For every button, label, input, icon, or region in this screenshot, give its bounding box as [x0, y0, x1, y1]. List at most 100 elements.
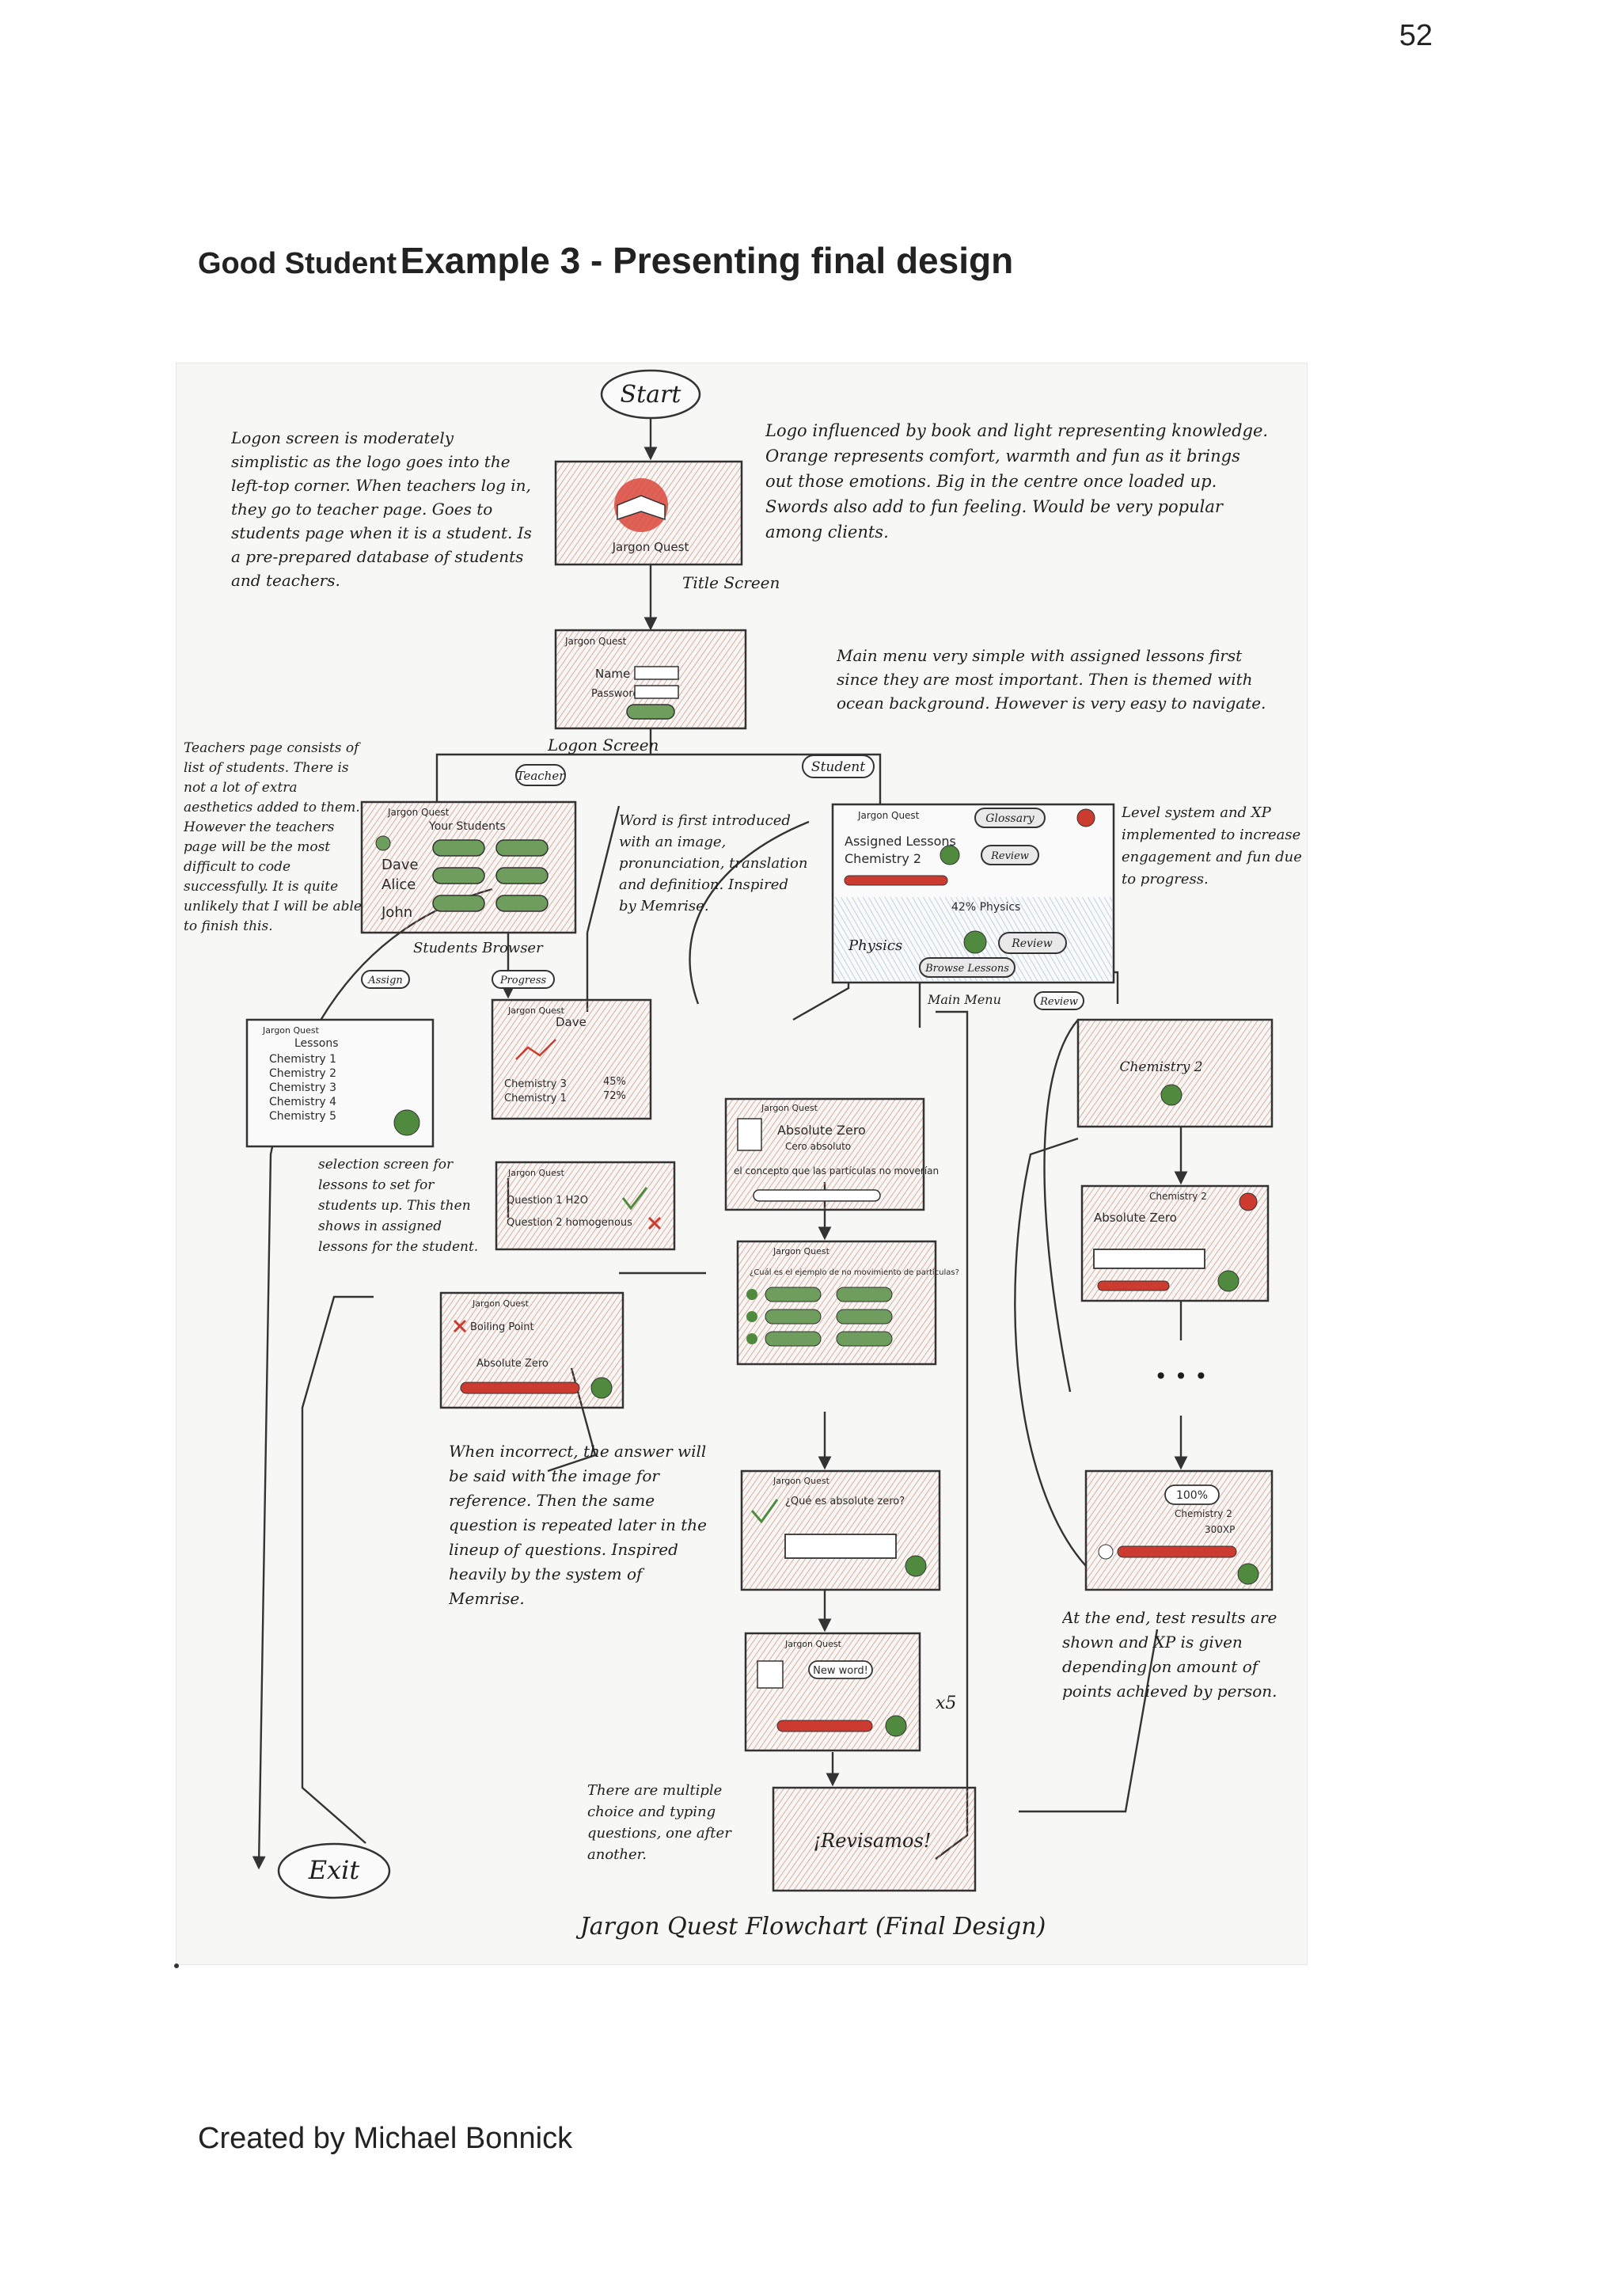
- svg-text:¿Cuál es el ejemplo de no movi: ¿Cuál es el ejemplo de no movimiento de …: [750, 1268, 959, 1277]
- exit-node: Exit: [277, 1842, 391, 1899]
- svg-text:100%: 100%: [1176, 1489, 1208, 1502]
- note-word-intro: Word is first introduced with an image, …: [619, 812, 807, 914]
- review-branch-label: Review: [1034, 991, 1084, 1010]
- flowchart-drawing: Start Exit Jargon Quest Title Screen Jar…: [184, 369, 1302, 1941]
- svg-text:¿Qué es absolute zero?: ¿Qué es absolute zero?: [785, 1496, 905, 1507]
- typing-question-box: Jargon Quest ¿Qué es absolute zero?: [740, 1469, 941, 1591]
- main-menu-label: Main Menu: [927, 992, 1001, 1007]
- svg-text:Lessons: Lessons: [294, 1037, 339, 1050]
- new-word-box: Jargon Quest New word!: [744, 1632, 921, 1752]
- svg-text:Absolute Zero: Absolute Zero: [777, 1123, 866, 1138]
- svg-text:Jargon Quest: Jargon Quest: [262, 1025, 320, 1036]
- svg-text:Your Students: Your Students: [428, 820, 506, 833]
- svg-text:Chemistry 3: Chemistry 3: [504, 1078, 567, 1090]
- svg-text:Chemistry 5: Chemistry 5: [269, 1110, 336, 1123]
- svg-text:Chemistry 2: Chemistry 2: [269, 1067, 336, 1080]
- title-screen-box: Jargon Quest: [554, 460, 743, 566]
- note-selection: selection screen for lessons to set for …: [318, 1157, 478, 1255]
- question-answers-box: Jargon Quest Question 1 H2O Question 2 h…: [495, 1161, 676, 1251]
- student-progress-box: Jargon Quest Dave Chemistry 3 Chemistry …: [491, 998, 652, 1120]
- multiple-choice-box: Jargon Quest ¿Cuál es el ejemplo de no m…: [736, 1240, 959, 1366]
- svg-text:300XP: 300XP: [1205, 1524, 1235, 1535]
- flow-connectors: [252, 418, 1188, 1870]
- svg-text:Jargon Quest: Jargon Quest: [773, 1476, 830, 1486]
- svg-text:Chemistry 3: Chemistry 3: [269, 1081, 336, 1094]
- page-number: 52: [1399, 19, 1433, 52]
- page-footer: Created by Michael Bonnick: [198, 2122, 573, 2155]
- flowchart-caption: Jargon Quest Flowchart (Final Design): [575, 1913, 1046, 1941]
- note-multiple-choice: There are multiple choice and typing que…: [587, 1782, 731, 1863]
- word-intro-box: Jargon Quest Absolute Zero Cero absoluto…: [724, 1097, 939, 1211]
- progress-branch-label: Progress: [492, 970, 555, 989]
- title-screen-label: Title Screen: [682, 573, 780, 592]
- svg-text:Chemistry 2: Chemistry 2: [1175, 1508, 1232, 1519]
- teacher-branch-label: Teacher: [515, 764, 566, 786]
- svg-text:Boiling Point: Boiling Point: [470, 1321, 534, 1333]
- svg-text:Absolute Zero: Absolute Zero: [476, 1358, 549, 1370]
- review-question-box: Chemistry 2 Absolute Zero: [1080, 1184, 1270, 1302]
- review-results-box: 100% Chemistry 2 300XP: [1084, 1469, 1274, 1591]
- svg-text:Start: Start: [621, 381, 682, 409]
- note-at-the-end: At the end, test results are shown and X…: [1062, 1608, 1277, 1701]
- student-branch-label: Student: [802, 755, 875, 778]
- svg-text:John: John: [381, 904, 412, 921]
- svg-text:Question 1 H2O: Question 1 H2O: [507, 1195, 588, 1207]
- lesson-selection-box: Jargon Quest Lessons Chemistry 1 Chemist…: [245, 1018, 435, 1148]
- svg-text:Jargon Quest: Jargon Quest: [564, 636, 627, 647]
- svg-text:Jargon Quest: Jargon Quest: [773, 1246, 830, 1256]
- logon-screen-box: Jargon Quest Name Password: [554, 629, 747, 730]
- svg-text:Jargon Quest: Jargon Quest: [612, 540, 689, 554]
- svg-text:Assign: Assign: [367, 975, 403, 986]
- svg-text:Password: Password: [591, 688, 640, 700]
- times-five-label: x5: [936, 1693, 956, 1713]
- review-chemistry-box: Chemistry 2: [1076, 1018, 1274, 1128]
- svg-text:Review: Review: [990, 850, 1029, 862]
- review-ellipsis: • • •: [1154, 1363, 1207, 1389]
- svg-text:¡Revisamos!: ¡Revisamos!: [814, 1830, 932, 1852]
- svg-text:Absolute Zero: Absolute Zero: [1094, 1211, 1177, 1225]
- incorrect-answer-box: Jargon Quest Boiling Point Absolute Zero: [439, 1291, 624, 1409]
- note-when-incorrect: When incorrect, the answer will be said …: [449, 1442, 707, 1608]
- svg-text:Student: Student: [811, 759, 865, 775]
- main-menu-box: Jargon Quest Glossary Assigned Lessons C…: [831, 803, 1115, 984]
- heading-prefix: Good Student: [198, 247, 397, 280]
- svg-text:New word!: New word!: [813, 1665, 868, 1677]
- stray-bullet: [174, 1963, 179, 1968]
- svg-text:Jargon Quest: Jargon Quest: [507, 1005, 565, 1016]
- svg-text:Progress: Progress: [499, 975, 547, 986]
- svg-text:Chemistry 2: Chemistry 2: [1119, 1059, 1202, 1075]
- svg-text:Teacher: Teacher: [517, 769, 566, 783]
- note-teachers-page: Teachers page consists of list of studen…: [184, 740, 362, 934]
- svg-text:Jargon Quest: Jargon Quest: [784, 1639, 842, 1649]
- start-node: Start: [600, 369, 701, 420]
- svg-text:Chemistry 2: Chemistry 2: [1149, 1191, 1207, 1202]
- svg-text:Chemistry 1: Chemistry 1: [269, 1053, 336, 1066]
- svg-text:Chemistry 4: Chemistry 4: [269, 1096, 336, 1108]
- svg-text:Jargon Quest: Jargon Quest: [761, 1103, 818, 1113]
- svg-text:Cero absoluto: Cero absoluto: [785, 1141, 851, 1152]
- svg-text:Question 2 homogenous: Question 2 homogenous: [507, 1217, 632, 1229]
- svg-text:Dave: Dave: [556, 1015, 587, 1029]
- svg-text:Review: Review: [1011, 937, 1052, 950]
- students-browser-label: Students Browser: [413, 940, 544, 956]
- note-logon: Logon screen is moderately simplistic as…: [231, 428, 532, 590]
- svg-text:Jargon Quest: Jargon Quest: [507, 1168, 565, 1178]
- flowchart-sketch: Start Exit Jargon Quest Title Screen Jar…: [176, 363, 1308, 1965]
- svg-text:Jargon Quest: Jargon Quest: [472, 1298, 530, 1309]
- note-level-system: Level system and XP implemented to incre…: [1122, 804, 1302, 888]
- svg-text:Assigned Lessons: Assigned Lessons: [845, 834, 956, 849]
- svg-text:Alice: Alice: [382, 876, 416, 893]
- svg-text:el concepto que las partículas: el concepto que las partículas no moverí…: [734, 1165, 939, 1177]
- logon-screen-label: Logon Screen: [547, 736, 659, 755]
- svg-text:Chemistry 1: Chemistry 1: [504, 1093, 567, 1104]
- svg-text:Name: Name: [595, 667, 630, 681]
- note-logo: Logo influenced by book and light repres…: [765, 421, 1268, 542]
- revisamos-box: ¡Revisamos!: [772, 1786, 977, 1892]
- svg-text:Chemistry 2: Chemistry 2: [845, 851, 921, 866]
- assign-branch-label: Assign: [361, 970, 410, 989]
- svg-text:Glossary: Glossary: [985, 812, 1034, 825]
- page-heading: Good Student Example 3 - Presenting fina…: [198, 239, 1013, 282]
- svg-text:Review: Review: [1039, 996, 1078, 1008]
- teacher-page-box: Jargon Quest Your Students Dave Alice Jo…: [360, 800, 577, 934]
- svg-text:42% Physics: 42% Physics: [951, 901, 1020, 914]
